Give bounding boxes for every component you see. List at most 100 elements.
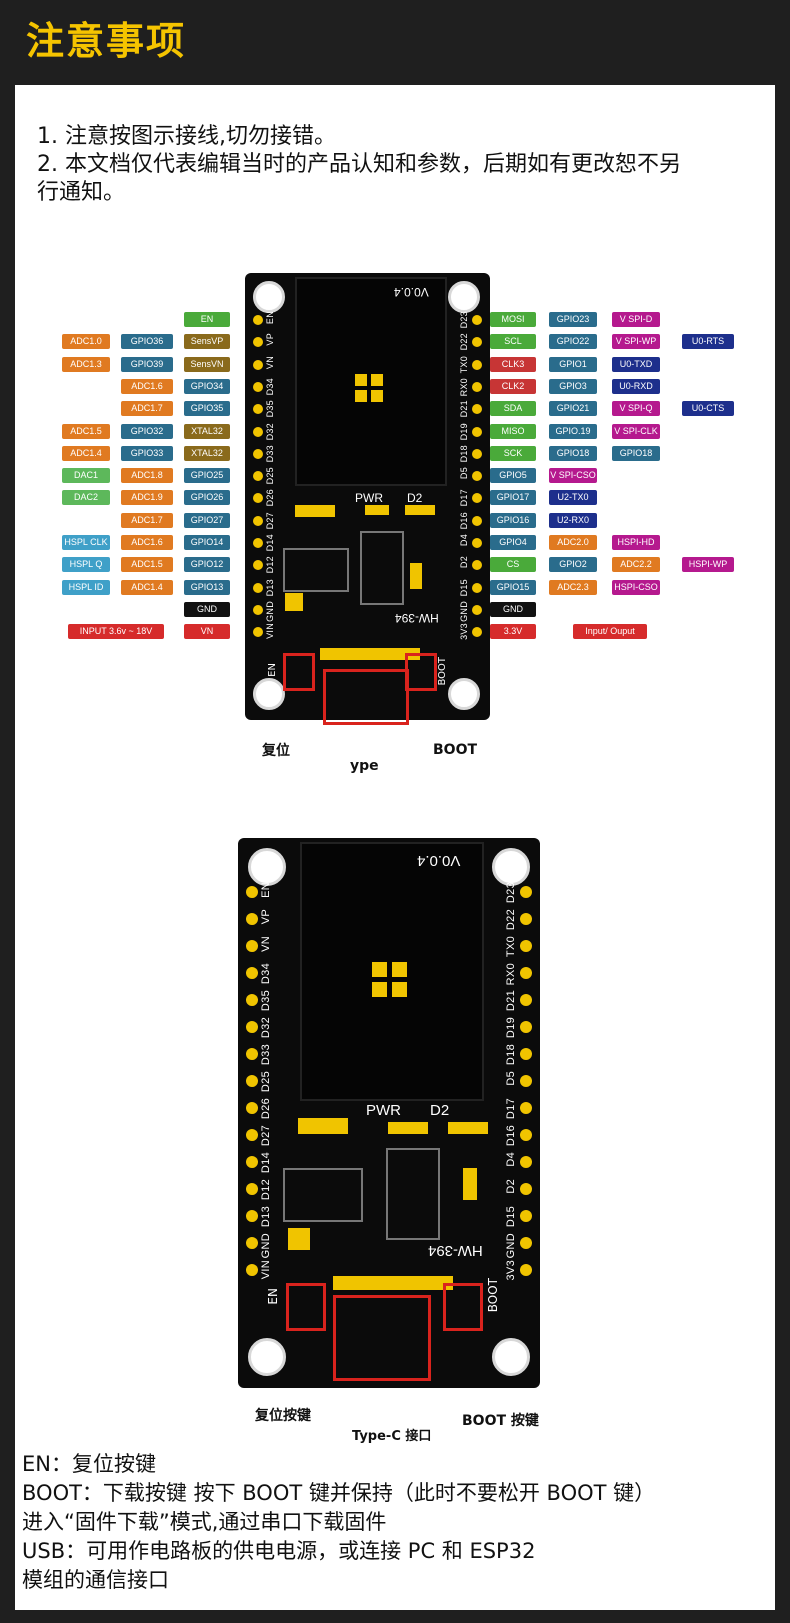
pin-tag-right: GPIO23 xyxy=(549,312,597,327)
pin-label-right: D2 xyxy=(505,1179,517,1194)
bottom-note-3: 进入“固件下载”模式,通过串口下载固件 xyxy=(22,1510,387,1534)
header-pin xyxy=(246,1183,258,1195)
mount-hole xyxy=(492,848,530,886)
usb-uart-chip xyxy=(386,1148,440,1240)
pin-label-left: D26 xyxy=(265,489,275,507)
mount-hole xyxy=(492,1338,530,1376)
pin-label-right: D16 xyxy=(505,1125,517,1147)
smd-pad xyxy=(285,593,303,611)
en-button[interactable] xyxy=(286,1283,326,1331)
type-c-port[interactable] xyxy=(323,669,409,725)
pin-tag-left: ADC1.5 xyxy=(62,423,110,439)
header-pin xyxy=(253,627,263,638)
pin-tag-left: GPIO26 xyxy=(184,490,230,506)
pin-tag-left: ADC1.6 xyxy=(121,378,173,394)
wifi-module: V0.0.4 xyxy=(300,842,484,1101)
pin-tag-left: GND xyxy=(184,601,230,617)
pin-tag-left: DAC1 xyxy=(62,468,110,484)
boot-mark: BOOT xyxy=(437,657,448,686)
mount-hole xyxy=(248,1338,286,1376)
pin-label-right: GND xyxy=(505,1233,517,1259)
pin-tag-right: SDA xyxy=(490,401,536,417)
pin-tag-left: ADC1.3 xyxy=(62,356,110,372)
boot-button[interactable] xyxy=(405,653,437,691)
pin-label-right: TX0 xyxy=(459,355,469,373)
pin-tag-left: XTAL32 xyxy=(184,445,230,461)
pin-label-right: D19 xyxy=(459,422,469,440)
pin-label-right: D5 xyxy=(459,467,469,480)
header-pin xyxy=(253,538,263,548)
header-pin xyxy=(472,337,482,348)
chip-pad xyxy=(372,982,387,997)
pin-label-right: GND xyxy=(459,600,469,622)
pin-tag-left: SensVP xyxy=(184,334,230,350)
pin-label-left: GND xyxy=(265,600,275,622)
header-pin xyxy=(246,1264,258,1276)
boot-button[interactable] xyxy=(443,1283,483,1331)
pin-tag-left: HSPL ID xyxy=(62,579,110,595)
pin-label-right: RX0 xyxy=(459,377,469,397)
header-pin xyxy=(246,886,258,898)
header-pin xyxy=(472,582,482,593)
pin-tag-left: GPIO25 xyxy=(184,468,230,484)
pin-tag-right: 3.3V xyxy=(490,624,536,640)
pin-tag-right: GPIO16 xyxy=(490,512,536,528)
pin-tag-right: GPIO2 xyxy=(549,557,597,573)
pin-label-right: D5 xyxy=(505,1071,517,1086)
pin-tag-right: MISO xyxy=(490,423,536,439)
mount-hole xyxy=(248,848,286,886)
wifi-module: V0.0.4 xyxy=(295,277,447,486)
smd-pad xyxy=(388,1122,428,1134)
smd-pad xyxy=(295,505,335,517)
pin-tag-right: GPIO18 xyxy=(549,445,597,461)
model-label: HW-394 xyxy=(428,1242,483,1259)
pin-label-left: D13 xyxy=(260,1206,272,1228)
header-pin xyxy=(253,560,263,571)
pin-label-left: D27 xyxy=(265,511,275,530)
pin-tag-left: ADC1.5 xyxy=(121,557,173,573)
pin-label-right: D23 xyxy=(459,311,469,329)
pin-label-left: VN xyxy=(260,936,272,952)
header-pin xyxy=(520,994,532,1006)
pin-label-left: D12 xyxy=(260,1179,272,1201)
pin-tag-right: GPIO1 xyxy=(549,356,597,372)
pin-label-left: D12 xyxy=(265,556,275,574)
pin-tag-right: GPIO15 xyxy=(490,579,536,595)
smd-pad xyxy=(448,1122,488,1134)
pin-tag-left: GPIO33 xyxy=(121,445,173,461)
header-pin xyxy=(520,1075,532,1087)
pin-tag-left: ADC1.8 xyxy=(121,468,173,484)
pin-label-left: GND xyxy=(260,1233,272,1259)
chip-pad xyxy=(372,962,387,977)
en-button[interactable] xyxy=(283,653,315,691)
pin-tag-left: GPIO34 xyxy=(184,378,230,394)
chip-pad xyxy=(392,962,407,977)
header-pin xyxy=(472,426,482,437)
pin-tag-left: ADC1.7 xyxy=(121,401,173,417)
header-pin xyxy=(520,913,532,925)
header-pin xyxy=(520,886,532,898)
pwr-label: PWR xyxy=(355,491,383,505)
pin-label-left: D33 xyxy=(260,1044,272,1066)
pin-label-left: EN xyxy=(260,882,272,898)
header-pin xyxy=(472,627,482,638)
pin-tag-left: XTAL32 xyxy=(184,423,230,439)
header-pin xyxy=(472,471,482,482)
header-pin xyxy=(472,604,482,615)
pin-tag-right: MOSI xyxy=(490,312,536,327)
pin-label-right: D15 xyxy=(459,578,469,597)
pin-tag-right: V SPI-CSO xyxy=(549,468,597,484)
pin-tag-right: ADC2.3 xyxy=(549,579,597,595)
smd-pad xyxy=(405,505,435,515)
header-pin xyxy=(246,1210,258,1222)
pin-tag-right: GND xyxy=(490,601,536,617)
pin-label-left: D25 xyxy=(265,467,275,485)
header-pin xyxy=(253,337,263,348)
pin-tag-right: U0-RXD xyxy=(612,378,660,394)
bottom-note-5: 模组的通信接口 xyxy=(22,1568,169,1592)
header-pin xyxy=(520,1021,532,1033)
board-top: V0.0.4 PWR D2 HW-394 EN BOOT xyxy=(245,273,490,725)
type-c-port[interactable] xyxy=(333,1295,431,1381)
mount-hole xyxy=(253,678,285,710)
pin-tag-left: GPIO35 xyxy=(184,401,230,417)
